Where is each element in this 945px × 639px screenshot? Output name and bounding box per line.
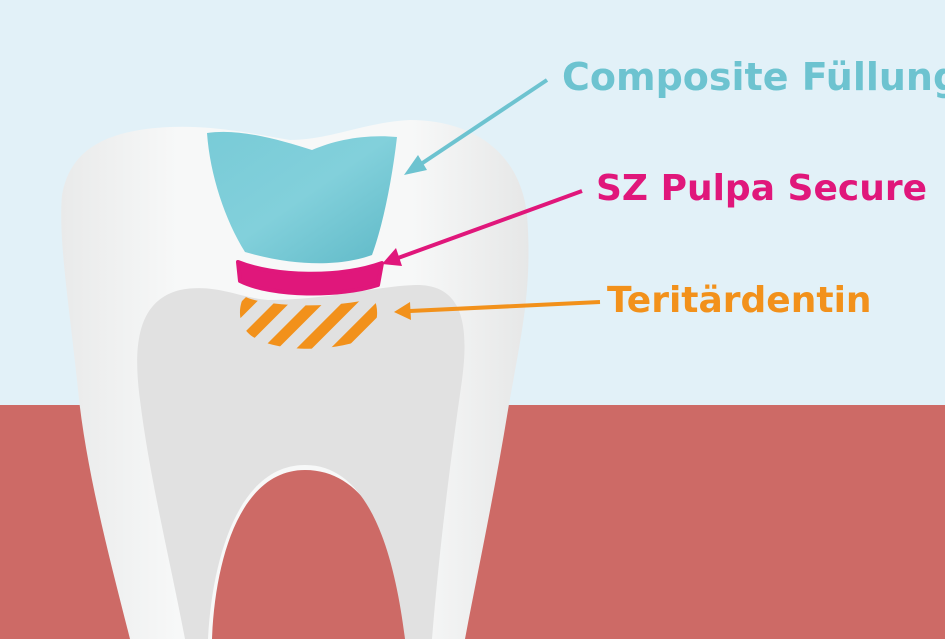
root-gap (268, 518, 348, 639)
arrow-pulpa (382, 189, 583, 266)
arrow-composite (404, 78, 549, 175)
label-composite-filling: Composite Füllung (562, 55, 945, 99)
label-tertiary-dentin: Teritärdentin (607, 280, 872, 321)
tertiary-dentin (239, 296, 378, 349)
label-pulpa-secure: SZ Pulpa Secure (596, 168, 927, 209)
composite-filling (207, 131, 397, 264)
pulpa-secure-layer (236, 260, 384, 296)
dentin-core (137, 285, 465, 639)
arrow-tertiary (394, 300, 601, 320)
